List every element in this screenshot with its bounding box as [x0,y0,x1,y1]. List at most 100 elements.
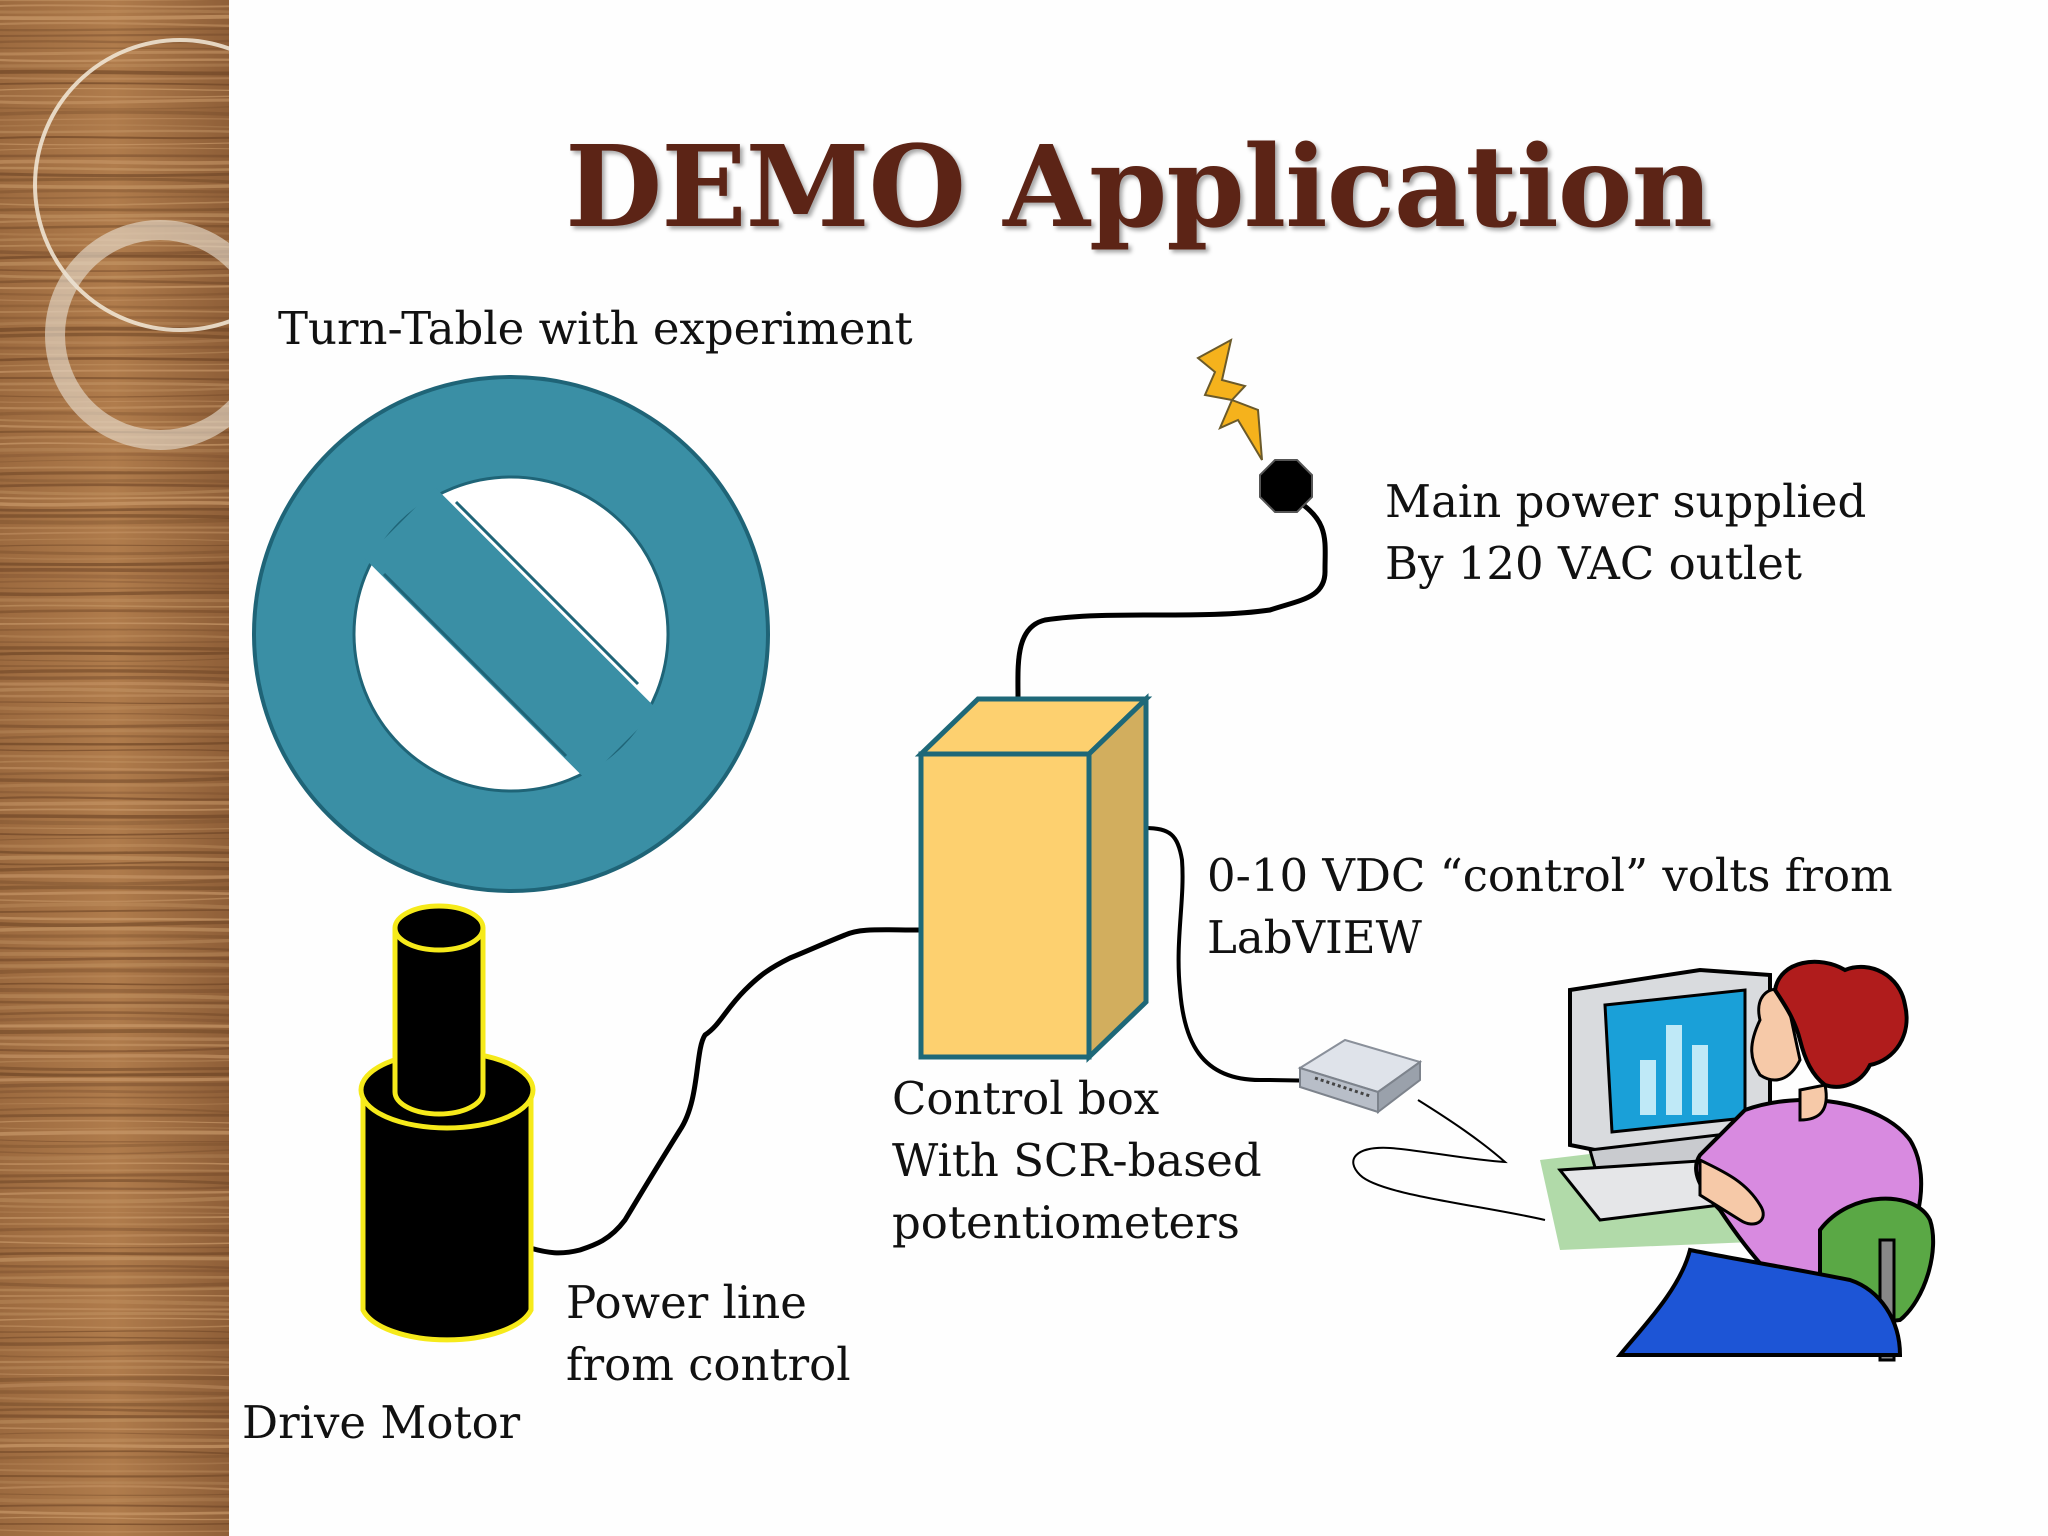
wood-grain-line [0,818,229,826]
wood-grain-line [0,1059,229,1063]
wood-grain-line [0,866,229,872]
wood-grain-line [0,946,229,951]
wood-grain-line [0,189,229,194]
label-turntable: Turn-Table with experiment [278,302,913,355]
wood-grain-line [0,489,229,496]
wire-control-box-to-daq [1144,826,1341,1083]
wood-grain-line [0,98,229,105]
wood-grain-line [0,304,229,309]
wood-grain-line [0,1216,229,1219]
wood-grain-line [0,400,229,403]
control-box-icon [914,693,1153,1063]
wood-grain-line [0,63,229,68]
wood-grain-line [0,332,229,340]
wood-grain-line [0,1072,229,1077]
wood-grain-line [0,1269,229,1274]
wood-grain-line [0,1011,229,1017]
wood-grain-line [0,279,229,285]
wood-grain-line [0,776,229,783]
wood-grain-line [0,1485,229,1491]
wood-grain-line [0,1149,229,1155]
lightning-bolt-icon [1196,338,1263,461]
wood-grain-line [0,1222,229,1226]
wood-grain-line [0,249,229,256]
wood-grain-line [0,669,229,675]
wood-grain-line [0,1190,229,1196]
wood-grain-line [0,1251,229,1256]
wood-grain-line [0,1522,229,1526]
wood-grain-line [0,1172,229,1178]
wood-grain-line [0,855,229,862]
wood-grain-line [0,843,229,850]
wood-grain-line [0,478,229,484]
wood-grain-line [0,1196,229,1204]
wood-grain-line [0,1287,229,1292]
wood-grain-line [0,500,229,507]
wood-grain-line [0,962,229,968]
label-main-power-line2: By 120 VAC outlet [1385,537,1802,590]
wood-side-panel [0,0,229,1536]
wood-grain-line [0,1294,229,1297]
wood-grain-line [0,1130,229,1136]
wood-grain-line [0,1432,229,1436]
wood-grain-line [0,796,229,801]
wood-grain-line [0,665,229,669]
wire-daq-to-computer [1352,1099,1546,1221]
wood-grain-line [0,675,229,682]
wood-grain-line [0,483,229,488]
wood-grain-line [0,106,229,110]
wood-grain-line [0,538,229,542]
wood-grain-line [0,1211,229,1215]
wood-grain-line [0,387,229,392]
wood-grain-line [0,646,229,651]
wood-grain-line [0,514,229,519]
wood-grain-line [0,850,229,855]
label-control-volts-line1: 0-10 VDC “control” volts from [1207,849,1893,902]
wood-grain-line [0,952,229,957]
wood-grain-line [0,1414,229,1419]
wood-grain-line [0,587,229,590]
wood-grain-line [0,771,229,776]
wood-grain-line [0,1306,229,1311]
drive-motor-icon [358,903,536,1343]
wood-grain-line [0,95,229,98]
wood-grain-line [0,1096,229,1099]
wood-grain-line [0,459,229,463]
wood-grain-line [0,634,229,639]
wood-grain-line [0,994,229,1000]
wood-grain-line [0,394,229,398]
wood-grain-line [0,891,229,896]
label-control-box-line3: potentiometers [892,1196,1240,1249]
wood-grain-line [0,268,229,272]
wood-grain-line [0,1107,229,1113]
wood-grain-line [0,1036,229,1041]
wood-grain-line [0,1474,229,1478]
wood-grain-line [0,1443,229,1449]
wood-grain-line [0,466,229,470]
usb-daq-device-icon [1297,1038,1423,1115]
wood-grain-line [0,1127,229,1130]
label-control-box-line1: Control box [892,1072,1160,1125]
wood-grain-line [0,69,229,76]
wood-grain-line [0,878,229,886]
wood-grain-line [0,77,229,80]
wood-grain-line [0,1204,229,1209]
wood-grain-line [0,1047,229,1053]
wood-grain-line [0,808,229,811]
wood-grain-line [0,1396,229,1402]
wood-grain-line [0,956,229,962]
wood-grain-line [0,1162,229,1165]
wood-grain-line [0,694,229,698]
decor-ring-large [33,38,229,332]
label-control-box: Control box With SCR-based potentiometer… [892,1068,1262,1254]
wood-grain-line [0,1516,229,1521]
wood-grain-line [0,628,229,632]
wood-grain-line [0,177,229,184]
wood-grain-line [0,507,229,512]
wood-grain-line [0,1376,229,1382]
wood-grain-line [0,357,229,362]
wood-grain-line [0,369,229,373]
wood-grain-line [0,1360,229,1364]
wood-grain-line [0,285,229,290]
